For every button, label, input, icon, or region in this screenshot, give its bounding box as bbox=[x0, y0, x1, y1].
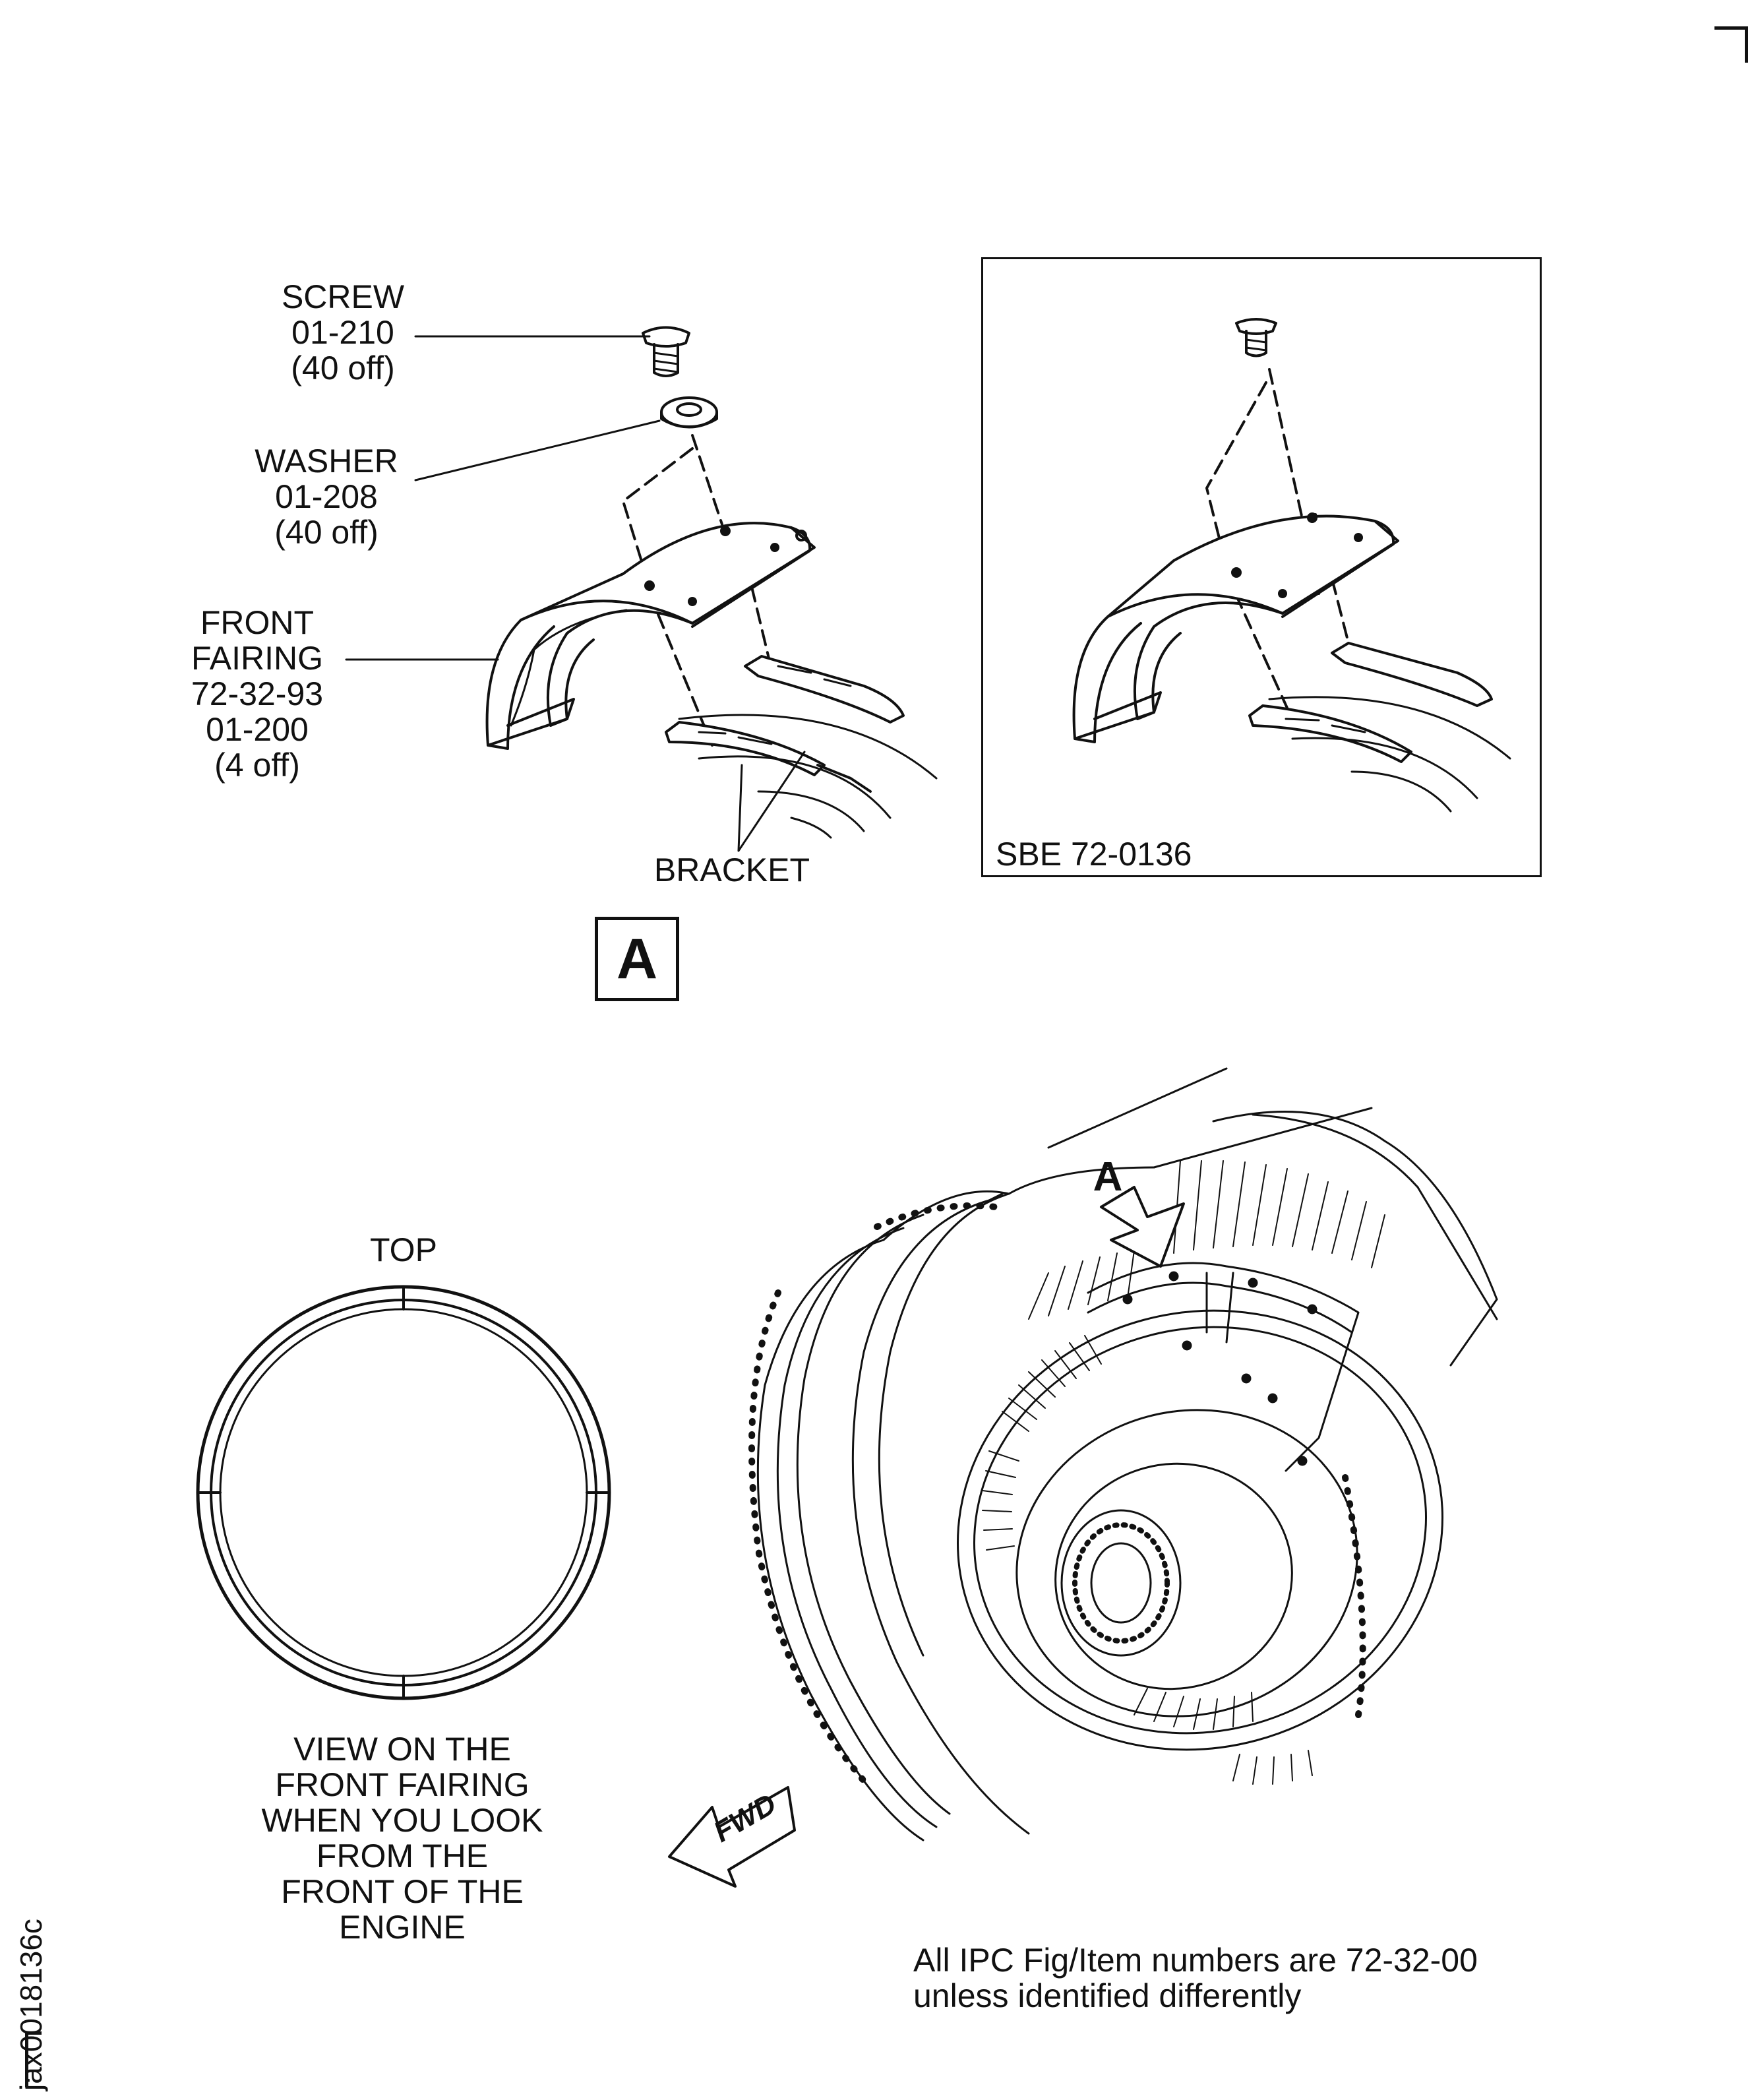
ipc-note: All IPC Fig/Item numbers are 72-32-00 un… bbox=[913, 1942, 1639, 2014]
front-fairing-ring-view bbox=[196, 1285, 611, 1700]
caption-line: FRONT OF THE bbox=[281, 1873, 524, 1910]
ring-top-label: TOP bbox=[370, 1231, 437, 1268]
front-fairing-part bbox=[485, 522, 816, 750]
bracket-callout: BRACKET bbox=[653, 851, 810, 888]
caption-line: VIEW ON THE bbox=[293, 1731, 511, 1768]
sbe-inset-view bbox=[1072, 318, 1511, 813]
caption-line: ENGINE bbox=[339, 1909, 466, 1946]
view-a-arrow-label: A bbox=[1093, 1154, 1123, 1200]
corner-registration-mark bbox=[1714, 26, 1748, 63]
note-line: All IPC Fig/Item numbers are 72-32-00 bbox=[913, 1942, 1478, 1979]
screw-name: SCREW bbox=[281, 278, 405, 315]
ring-view-caption: VIEW ON THE FRONT FAIRING WHEN YOU LOOK … bbox=[221, 1731, 584, 1945]
caption-line: FROM THE bbox=[316, 1838, 489, 1874]
note-line: unless identified differently bbox=[913, 1977, 1302, 2014]
front-fairing-name-1: FRONT bbox=[200, 604, 315, 641]
washer-ref: 01-208 bbox=[275, 478, 378, 515]
engine-view bbox=[668, 1067, 1498, 1888]
front-fairing-qty: (4 off) bbox=[214, 747, 300, 784]
fwd-arrow bbox=[668, 1786, 796, 1888]
front-fairing-ref-2: 01-200 bbox=[206, 711, 309, 748]
screw-qty: (40 off) bbox=[291, 350, 395, 386]
sbe-inset-frame bbox=[981, 257, 1542, 877]
screw-callout: SCREW 01-210 (40 off) bbox=[254, 279, 432, 386]
washer-qty: (40 off) bbox=[274, 514, 378, 551]
view-a-arrow bbox=[1100, 1186, 1185, 1268]
doc-id-corner-mark bbox=[25, 2031, 42, 2087]
caption-line: FRONT FAIRING bbox=[275, 1766, 530, 1803]
screw-ref: 01-210 bbox=[291, 314, 394, 351]
sbe-inset-label: SBE 72-0136 bbox=[996, 836, 1192, 873]
washer-part bbox=[660, 396, 718, 429]
screw-part bbox=[642, 326, 690, 377]
document-id: jax0018136c bbox=[14, 1919, 48, 2091]
bracket-parts bbox=[665, 655, 938, 839]
front-fairing-callout: FRONT FAIRING 72-32-93 01-200 (4 off) bbox=[168, 605, 346, 783]
exploded-view bbox=[345, 326, 938, 852]
caption-line: WHEN YOU LOOK bbox=[261, 1802, 543, 1839]
view-a-label: A bbox=[595, 917, 679, 1001]
fan-blade-hatching bbox=[982, 1160, 1385, 1785]
washer-name: WASHER bbox=[255, 443, 398, 479]
washer-callout: WASHER 01-208 (40 off) bbox=[237, 443, 415, 550]
front-fairing-ref-1: 72-32-93 bbox=[191, 675, 324, 712]
front-fairing-name-2: FAIRING bbox=[191, 640, 324, 677]
